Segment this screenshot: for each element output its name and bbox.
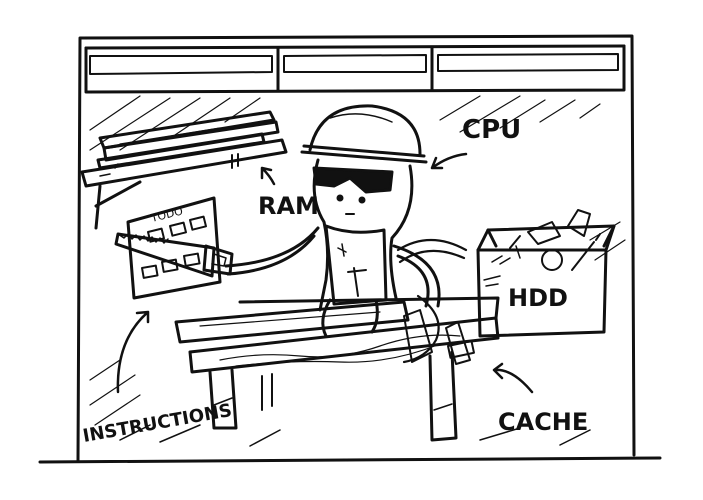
cpu-arrow [430, 152, 468, 170]
instructions-label: INSTRUCTIONS [81, 400, 233, 447]
saw [114, 232, 234, 278]
ram-arrow [260, 166, 276, 186]
todo-label: TODO [149, 204, 185, 225]
hdd-label: HDD [508, 284, 568, 312]
hdd-toolbox [476, 209, 616, 338]
workbench [174, 296, 500, 442]
cache-label: CACHE [498, 408, 588, 436]
garage-frame [38, 34, 662, 464]
ram-label: RAM [258, 192, 319, 220]
cpu-character [224, 104, 468, 364]
cpu-label: CPU [462, 115, 521, 145]
annotation-arrows [116, 152, 534, 394]
wall-hatching [89, 95, 626, 426]
cache-arrow [492, 362, 534, 394]
ram-shelf [80, 110, 288, 230]
instructions-arrow [116, 310, 150, 394]
